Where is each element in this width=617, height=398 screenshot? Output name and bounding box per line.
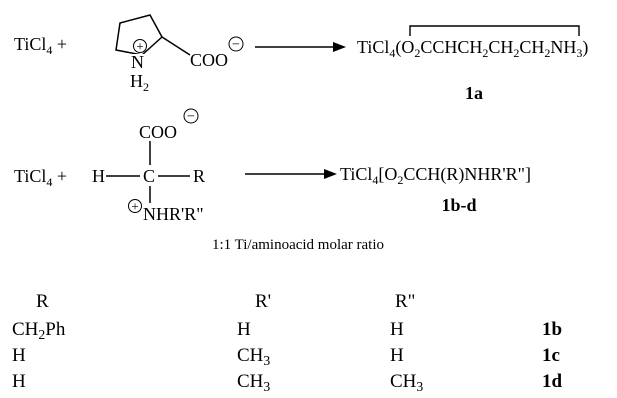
table-cell: CH3 — [390, 371, 424, 395]
header-r: R — [36, 291, 49, 312]
r2-product: TiCl4[O2CCH(R)NHR'R"] — [340, 164, 531, 187]
r2-reagent: TiCl4 + — [14, 166, 67, 189]
table-cell: H — [12, 371, 26, 392]
table-cell-compound: 1b — [542, 319, 563, 340]
reaction-scheme: TiCl4 + + N H2 COO − TiCl4(O2CCHCH2CH2CH… — [14, 14, 588, 253]
table-cell-compound: 1c — [542, 345, 560, 366]
header-r-prime: R' — [255, 291, 272, 312]
r2-c: C — [143, 166, 155, 186]
compound-label-1bd: 1b-d — [441, 195, 476, 215]
r2-nhrr: NHR'R" — [143, 204, 204, 224]
r1-coo-charge — [228, 36, 244, 52]
r1-coo-minus: − — [232, 38, 240, 53]
h2-label: H2 — [130, 71, 149, 94]
r2-coo-charge — [183, 108, 199, 124]
proline-side-bond — [161, 36, 191, 56]
r2-n-plus-sign: + — [131, 199, 138, 214]
table-cell: H — [390, 345, 404, 366]
proline-ring — [115, 14, 163, 56]
table-cell: CH3 — [237, 345, 271, 369]
compound-label-1a: 1a — [465, 83, 483, 103]
molar-ratio-note: 1:1 Ti/aminoacid molar ratio — [212, 237, 384, 253]
r2-n-plus-charge — [128, 199, 142, 213]
n-label-bg — [129, 54, 149, 70]
table-cell: H — [237, 319, 251, 340]
r1-product: TiCl4(O2CCHCH2CH2CH2NH3) — [357, 37, 588, 60]
n-plus-sign: + — [136, 39, 143, 54]
header-r-double-prime: R" — [395, 291, 416, 312]
table-cell: H — [12, 345, 26, 366]
r2-arrow-head — [324, 169, 337, 179]
table-cell: CH2Ph — [12, 319, 66, 343]
r1-coo: COO — [190, 50, 228, 70]
table-cell: H — [390, 319, 404, 340]
n-plus-charge — [133, 39, 147, 53]
r1-reagent: TiCl4 + — [14, 34, 67, 57]
r2-r: R — [193, 166, 205, 186]
r2-h: H — [92, 166, 105, 186]
r1-arrow-head — [333, 42, 346, 52]
r2-coo-minus: − — [187, 110, 195, 125]
table-cell: CH3 — [237, 371, 271, 395]
table-cell-compound: 1d — [542, 371, 563, 392]
r1-ring-bracket — [409, 25, 580, 36]
r2-coo: COO — [139, 122, 177, 142]
n-label: N — [131, 52, 144, 72]
